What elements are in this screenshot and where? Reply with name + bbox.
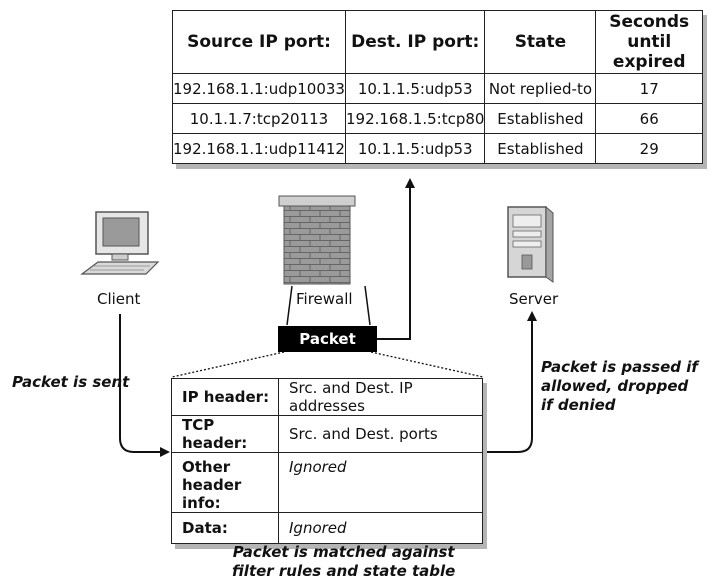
filter-key-cell: TCP header: bbox=[171, 415, 279, 453]
header-source-ip-port: Source IP port: bbox=[172, 10, 346, 74]
filter-key-cell: Data: bbox=[171, 512, 279, 544]
zoom-dotted-line bbox=[370, 351, 484, 378]
packet-passed-annotation: Packet is passed if allowed, dropped if … bbox=[541, 358, 698, 415]
filter-value-cell: Ignored bbox=[278, 512, 483, 544]
annotation-line: filter rules and state table bbox=[232, 562, 456, 580]
firewall-funnel-line bbox=[364, 285, 371, 326]
table-cell: Established bbox=[484, 133, 597, 164]
table-cell: Not replied-to bbox=[484, 73, 597, 104]
firewall-brick-icon bbox=[278, 195, 356, 285]
table-cell: 192.168.1.1:udp11412 bbox=[172, 133, 346, 164]
packet-sent-annotation: Packet is sent bbox=[12, 373, 130, 391]
table-cell: 17 bbox=[595, 73, 703, 104]
table-cell: 10.1.1.5:udp53 bbox=[344, 133, 486, 164]
table-cell: 66 bbox=[595, 103, 703, 134]
table-row: 10.1.1.7:tcp20113 192.168.1.5:tcp80 Esta… bbox=[172, 103, 703, 134]
server-label: Server bbox=[509, 290, 559, 308]
client-computer-icon bbox=[80, 211, 160, 275]
state-table-arrow bbox=[377, 178, 415, 340]
filter-table: IP header: Src. and Dest. IP addresses T… bbox=[171, 378, 483, 544]
table-cell: 192.168.1.1:udp10033 bbox=[172, 73, 346, 104]
annotation-line: allowed, dropped bbox=[541, 377, 689, 395]
annotation-line: Packet is passed if bbox=[541, 358, 698, 376]
packet-matched-annotation: Packet is matched against filter rules a… bbox=[232, 543, 455, 581]
filter-value-cell: Src. and Dest. IP addresses bbox=[278, 378, 483, 416]
filter-to-server-arrow bbox=[484, 311, 537, 453]
table-row: 192.168.1.1:udp11412 10.1.1.5:udp53 Esta… bbox=[172, 133, 703, 164]
filter-key-cell: Other header info: bbox=[171, 452, 279, 513]
table-row: Data: Ignored bbox=[171, 512, 483, 544]
packet-filter-box: Packet filter bbox=[278, 326, 377, 374]
filter-value-cell: Src. and Dest. ports bbox=[278, 415, 483, 453]
table-row: 192.168.1.1:udp10033 10.1.1.5:udp53 Not … bbox=[172, 73, 703, 104]
state-table: Source IP port: Dest. IP port: State Sec… bbox=[172, 10, 703, 164]
client-to-filter-arrow bbox=[119, 314, 170, 457]
table-cell: 192.168.1.5:tcp80 bbox=[344, 103, 486, 134]
header-seconds-until-expired: Seconds until expired bbox=[595, 10, 703, 74]
table-row: TCP header: Src. and Dest. ports bbox=[171, 415, 483, 453]
annotation-line: if denied bbox=[541, 396, 616, 414]
client-label: Client bbox=[97, 290, 141, 308]
table-row: IP header: Src. and Dest. IP addresses bbox=[171, 378, 483, 416]
state-table-header-row: Source IP port: Dest. IP port: State Sec… bbox=[172, 10, 703, 74]
table-cell: 10.1.1.7:tcp20113 bbox=[172, 103, 346, 134]
filter-key-cell: IP header: bbox=[171, 378, 279, 416]
firewall-funnel-line bbox=[286, 285, 293, 326]
filter-value-cell: Ignored bbox=[278, 452, 483, 513]
table-cell: 10.1.1.5:udp53 bbox=[344, 73, 486, 104]
server-icon bbox=[507, 205, 554, 283]
annotation-line: Packet is matched against bbox=[232, 543, 455, 561]
table-row: Other header info: Ignored bbox=[171, 452, 483, 513]
header-dest-ip-port: Dest. IP port: bbox=[344, 10, 486, 74]
table-cell: Established bbox=[484, 103, 597, 134]
firewall-label: Firewall bbox=[296, 290, 353, 308]
header-state: State bbox=[484, 10, 597, 74]
zoom-dotted-line bbox=[171, 351, 285, 378]
table-cell: 29 bbox=[595, 133, 703, 164]
